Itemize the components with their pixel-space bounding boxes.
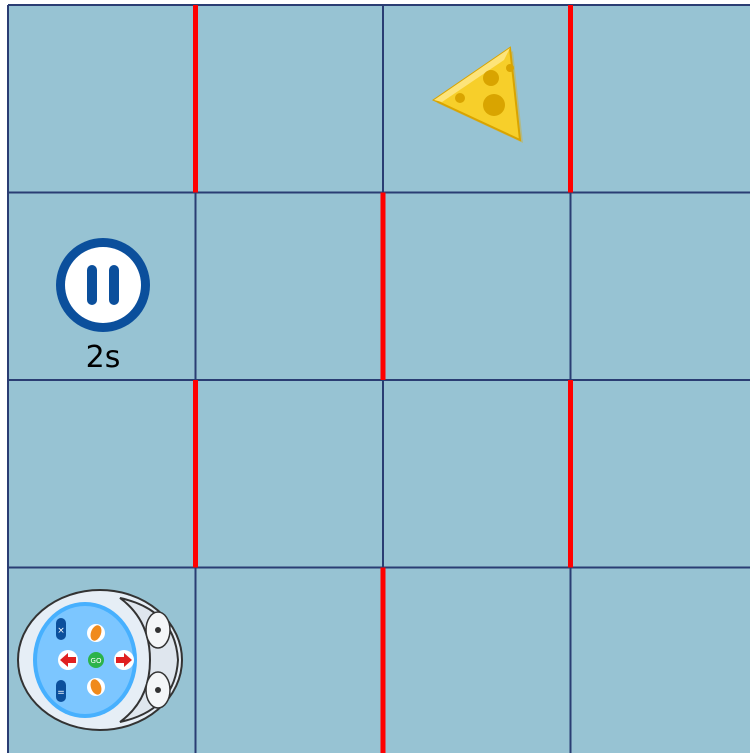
board-tile: [571, 5, 750, 193]
board-tile: [196, 568, 384, 753]
pause-button: =: [56, 680, 66, 702]
board-tile: [383, 380, 571, 568]
pause-icon: [56, 238, 150, 332]
board-tile: [196, 380, 384, 568]
svg-text:×: ×: [57, 626, 65, 636]
board-tile: [8, 380, 196, 568]
go-button: GO: [88, 652, 104, 668]
board-tile: [571, 568, 750, 753]
board-tile: [571, 193, 750, 381]
pause-duration-label: 2s: [58, 340, 148, 376]
svg-text:GO: GO: [91, 657, 102, 665]
board-tile: [571, 380, 750, 568]
svg-text:=: =: [57, 688, 65, 698]
board-tile: [383, 568, 571, 753]
robot-mouse-icon: GO × =: [18, 590, 182, 730]
board-tile: [8, 5, 196, 193]
left-arrow-button: [58, 650, 78, 670]
board-tile: [383, 193, 571, 381]
clear-button: ×: [56, 618, 66, 640]
board-tile: [196, 193, 384, 381]
board-tile: [196, 5, 384, 193]
right-arrow-button: [114, 650, 134, 670]
